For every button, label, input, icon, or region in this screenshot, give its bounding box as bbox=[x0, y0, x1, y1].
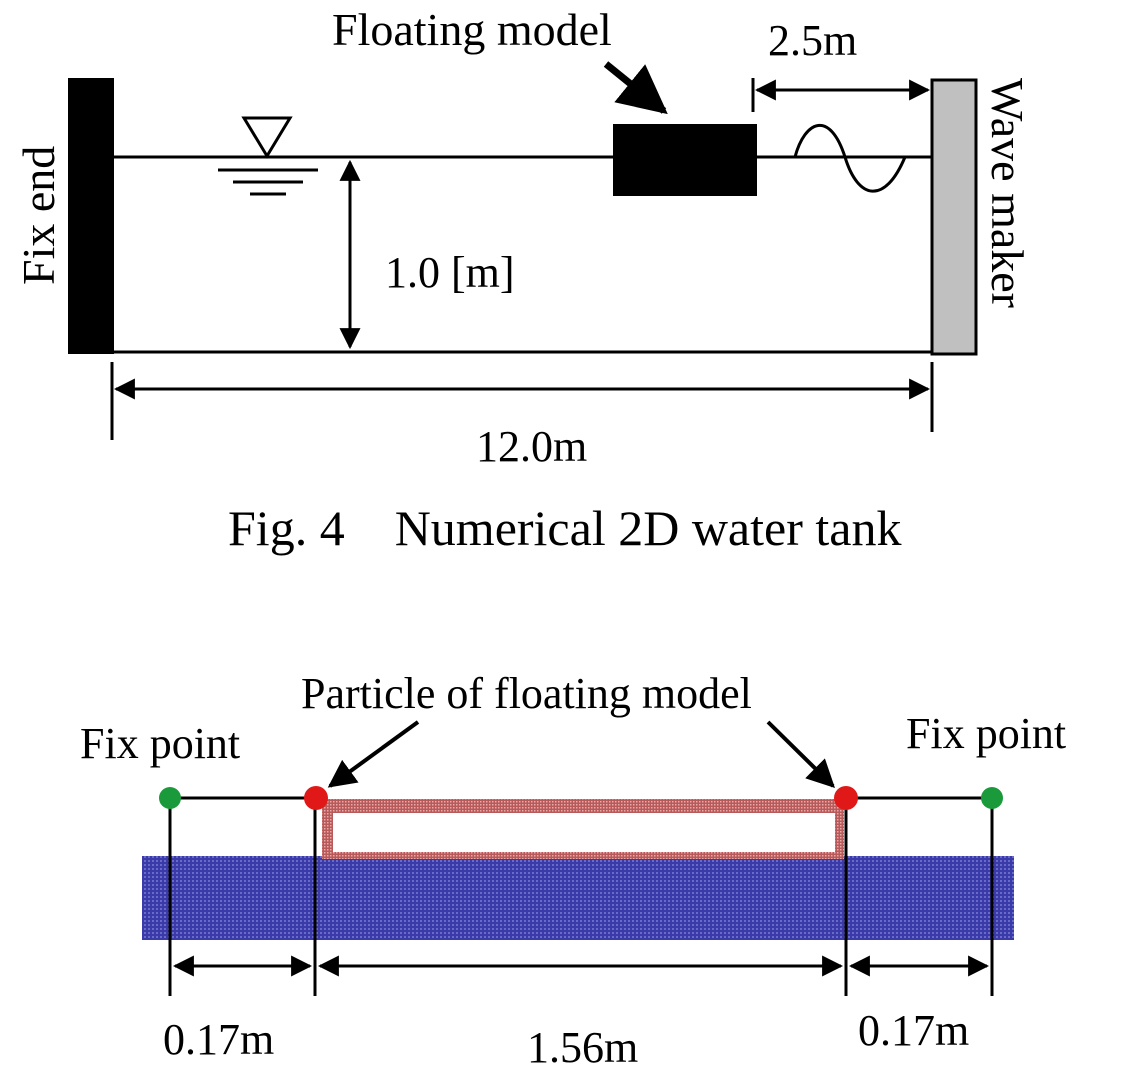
water-level-icon bbox=[218, 116, 318, 196]
dim-right-label: 0.17m bbox=[858, 1006, 969, 1055]
fix-point-left-label: Fix point bbox=[80, 719, 240, 768]
wave-maker-wall bbox=[930, 78, 978, 356]
floating-model-hollow bbox=[333, 813, 835, 852]
particle-pointer-arrow-left bbox=[327, 720, 420, 788]
water-tank-diagram: Floating model 2.5m Fix end Wave maker 1… bbox=[13, 4, 1033, 471]
floating-model-block bbox=[613, 124, 757, 196]
water-particles bbox=[142, 856, 1014, 940]
particle-label: Particle of floating model bbox=[301, 669, 752, 718]
floating-model-label: Floating model bbox=[332, 4, 612, 55]
figure-caption: Fig. 4 Numerical 2D water tank bbox=[228, 500, 901, 556]
model-endpoint-right-marker bbox=[834, 786, 858, 810]
wave-sine-icon bbox=[793, 123, 907, 193]
wave-length-label: 2.5m bbox=[768, 16, 857, 65]
fix-point-right-label: Fix point bbox=[906, 709, 1066, 758]
wave-maker-label: Wave maker bbox=[982, 78, 1033, 308]
fix-point-right-marker bbox=[981, 787, 1003, 809]
particle-model-diagram: Particle of floating model Fix point Fix… bbox=[80, 669, 1066, 1072]
tank-length-label: 12.0m bbox=[476, 422, 587, 471]
model-endpoint-left-marker bbox=[304, 786, 328, 810]
dim-left-label: 0.17m bbox=[163, 1015, 274, 1064]
particle-pointer-arrow-right bbox=[766, 720, 835, 788]
fix-end-wall bbox=[68, 78, 114, 354]
depth-label: 1.0 [m] bbox=[385, 248, 515, 297]
floating-model-pointer-arrow bbox=[603, 61, 668, 115]
fix-end-label: Fix end bbox=[13, 146, 64, 285]
dim-center-label: 1.56m bbox=[527, 1023, 638, 1072]
fix-point-left-marker bbox=[159, 787, 181, 809]
